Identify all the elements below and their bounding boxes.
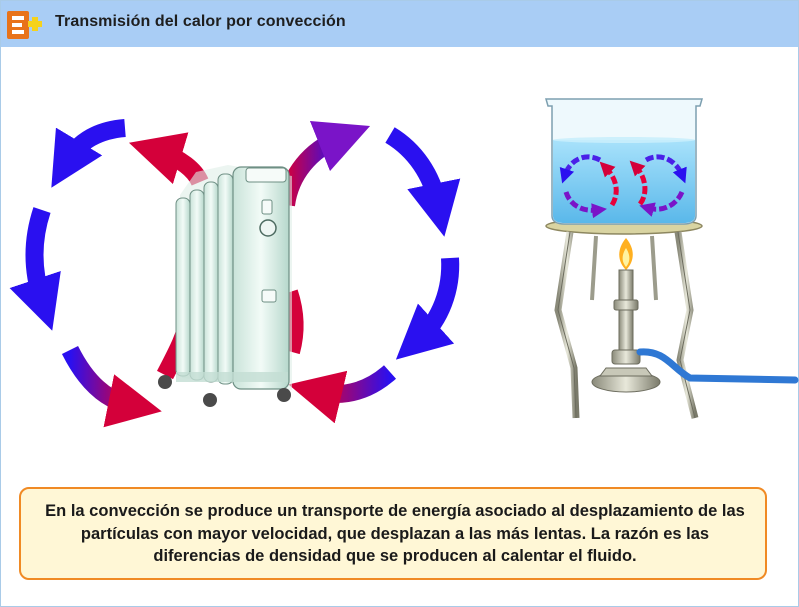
convection-arrow-icon (629, 160, 648, 206)
title-bar: Transmisión del calor por convección (1, 1, 798, 47)
convection-arrow-icon (644, 154, 687, 184)
convection-arrow-icon (395, 257, 460, 360)
convection-arrow-icon (559, 154, 602, 184)
convection-arrow-icon (639, 190, 685, 217)
oil-radiator-icon (158, 165, 292, 407)
page-title: Transmisión del calor por convección (55, 13, 346, 30)
info-text: En la convección se produce un transport… (45, 502, 745, 565)
convection-arrow-icon (9, 207, 61, 331)
convection-arrow-icon (61, 345, 162, 428)
radiator-convection-diagram (9, 119, 461, 428)
beaker-on-bunsen-burner-icon (545, 98, 799, 419)
convection-scene (9, 98, 799, 428)
e-plus-logo-icon (7, 11, 42, 39)
convection-arrow-icon (288, 365, 397, 424)
info-box: En la convección se produce un transport… (19, 487, 767, 580)
convection-arrow-icon (385, 127, 461, 237)
convection-arrow-icon (599, 161, 619, 207)
convection-arrow-icon (563, 191, 607, 219)
convection-arrow-icon (277, 120, 371, 207)
convection-arrow-icon (51, 119, 126, 188)
